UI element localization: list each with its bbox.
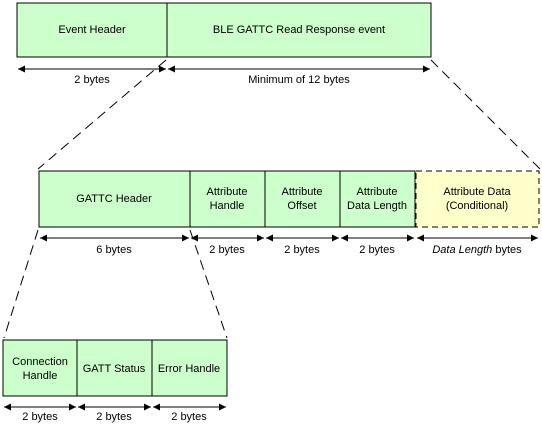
attribute-data-label-line2: (Conditional) <box>446 200 508 212</box>
attribute-data-length-label-line2: Data Length <box>347 200 407 212</box>
gattc-header-label: GATTC Header <box>76 193 152 205</box>
read-response-event-box <box>166 2 432 58</box>
error-handle-size-label: 2 bytes <box>171 411 207 423</box>
attribute-handle-box <box>189 170 266 228</box>
attribute-data-size-label: Data Length bytes <box>432 244 522 256</box>
event-size-label: Minimum of 12 bytes <box>248 74 350 86</box>
attribute-offset-label-line1: Attribute <box>282 186 323 198</box>
connection-handle-label-line1: Connection <box>12 356 68 368</box>
attribute-data-size-unit: bytes <box>492 244 522 256</box>
gatt-status-size-label: 2 bytes <box>96 411 132 423</box>
expansion-line-right <box>430 59 541 170</box>
attribute-handle-label-line1: Attribute <box>207 186 248 198</box>
attribute-offset-box <box>264 170 341 228</box>
error-handle-label: Error Handle <box>158 363 220 375</box>
connection-handle-label-line2: Handle <box>23 370 58 382</box>
attribute-data-label-line1: Attribute Data <box>443 186 511 198</box>
attribute-data-length-size-label: 2 bytes <box>359 244 395 256</box>
event-header-label: Event Header <box>58 24 126 36</box>
event-packet: GATTC Header Attribute Handle Attribute … <box>38 170 540 256</box>
error-handle-box <box>151 339 228 397</box>
attribute-data-length-box <box>339 170 416 228</box>
gattc-header-size-label: 6 bytes <box>96 244 132 256</box>
read-response-event-label: BLE GATTC Read Response event <box>213 24 385 36</box>
expansion-line-lower-left <box>3 229 39 339</box>
attribute-data-box <box>415 170 540 228</box>
expansion-line-left <box>37 59 167 170</box>
expansion-line-lower-right <box>189 229 228 339</box>
event-header-box <box>16 2 168 58</box>
connection-handle-size-label: 2 bytes <box>22 411 58 423</box>
connection-handle-box <box>2 339 78 397</box>
attribute-offset-label-line2: Offset <box>287 200 316 212</box>
attribute-offset-size-label: 2 bytes <box>284 244 320 256</box>
gattc-header-box <box>38 170 191 228</box>
attribute-handle-size-label: 2 bytes <box>209 244 245 256</box>
top-packet: Event Header BLE GATTC Read Response eve… <box>16 2 432 86</box>
gattc-header-packet: Connection Handle GATT Status Error Hand… <box>2 339 228 423</box>
attribute-data-length-label-line1: Attribute <box>357 186 398 198</box>
gatt-status-label: GATT Status <box>83 363 146 375</box>
event-header-size-label: 2 bytes <box>74 74 110 86</box>
attribute-data-size-italic: Data Length <box>432 244 492 256</box>
attribute-handle-label-line2: Handle <box>210 200 245 212</box>
